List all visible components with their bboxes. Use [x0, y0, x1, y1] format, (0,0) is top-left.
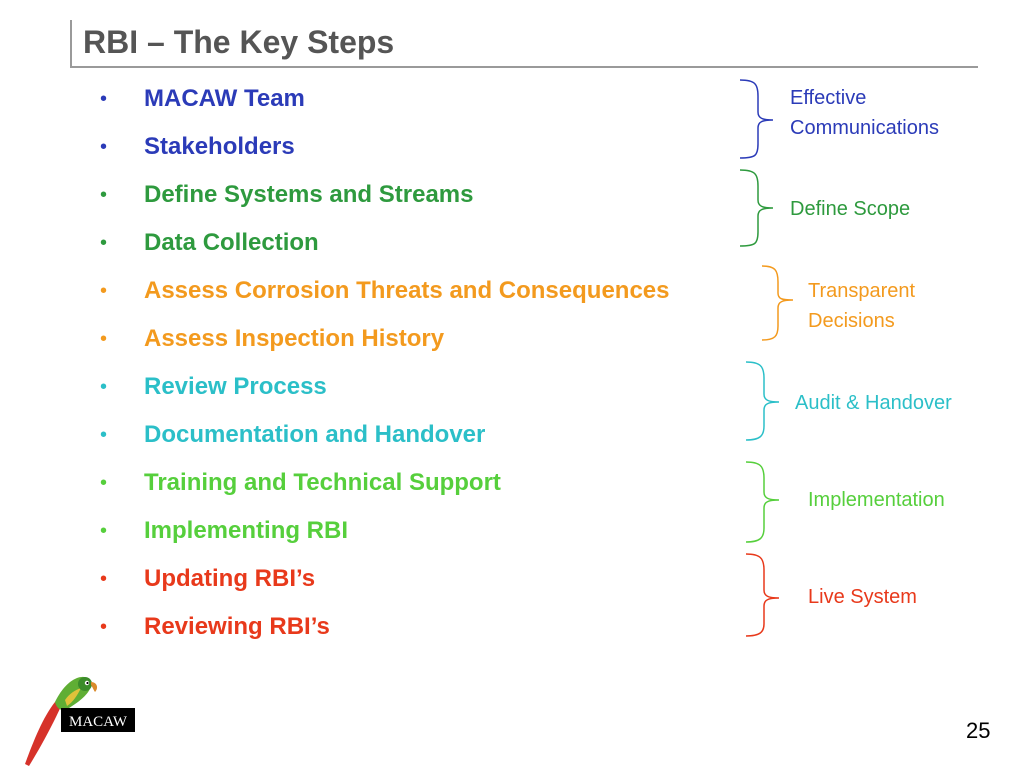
brace-live-system — [745, 553, 780, 637]
group-label-decisions: Transparent Decisions — [808, 280, 916, 332]
step-label: Implementing RBI — [144, 517, 349, 544]
group-label-implementation: Implementation — [808, 489, 945, 511]
bullet: • — [100, 88, 108, 110]
step-label: Training and Technical Support — [144, 469, 501, 496]
group-label-scope: Define Scope — [790, 198, 911, 220]
bullet: • — [100, 328, 108, 350]
bullet: • — [100, 568, 108, 590]
bullet: • — [100, 376, 108, 398]
bullet: • — [100, 280, 108, 302]
bullet: • — [100, 184, 108, 206]
bullet: • — [100, 472, 108, 494]
step-label: Review Process — [144, 373, 327, 400]
step-label: Assess Corrosion Threats and Consequence… — [144, 277, 670, 304]
step-label: Reviewing RBI’s — [144, 613, 330, 640]
brace-implementation — [745, 461, 780, 543]
brace-communications — [739, 79, 774, 159]
step-label: Updating RBI’s — [144, 565, 316, 592]
group-label-audit: Audit & Handover — [795, 392, 952, 414]
step-label: Data Collection — [144, 229, 319, 256]
bullet: • — [100, 136, 108, 158]
step-label: MACAW Team — [144, 85, 305, 112]
slide-title: RBI – The Key Steps — [83, 24, 395, 60]
brace-decisions — [761, 265, 794, 341]
title-divider-vertical — [70, 20, 72, 66]
bullet: • — [100, 232, 108, 254]
macaw-logo: MACAW — [15, 672, 145, 773]
bullet: • — [100, 520, 108, 542]
bullet: • — [100, 616, 108, 638]
step-label: Define Systems and Streams — [144, 181, 474, 208]
group-label-live-system: Live System — [808, 586, 917, 608]
title-underline — [70, 66, 978, 68]
logo-wordmark: MACAW — [69, 714, 128, 730]
step-label: Assess Inspection History — [144, 325, 445, 352]
group-label-communications: Effective Communications — [790, 87, 939, 139]
step-label: Stakeholders — [144, 133, 295, 160]
bullet: • — [100, 424, 108, 446]
brace-audit — [745, 361, 780, 441]
parrot-icon: MACAW — [25, 676, 135, 766]
page-number: 25 — [966, 718, 991, 743]
step-label: Documentation and Handover — [144, 421, 486, 448]
brace-scope — [739, 169, 774, 247]
